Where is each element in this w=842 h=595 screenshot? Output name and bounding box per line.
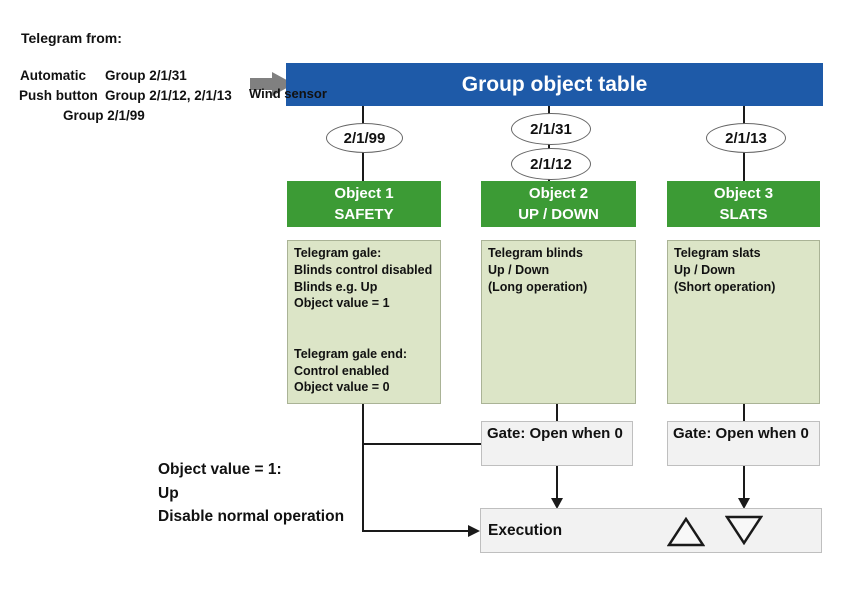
connector-object1-gate1 (362, 443, 481, 445)
connector-object1-down (362, 404, 364, 532)
address-ellipse-2-1-99: 2/1/99 (326, 123, 403, 153)
connector-object1-execution (362, 530, 468, 532)
telegram-from-title: Telegram from: (21, 30, 122, 46)
address-ellipse-2-1-31: 2/1/31 (511, 113, 591, 145)
object3-content: Telegram slats Up / Down (Short operatio… (667, 240, 820, 404)
arrowhead-into-execution-icon (468, 525, 480, 537)
object1-subtitle: SAFETY (334, 206, 394, 223)
legend-source-automatic: Automatic (20, 68, 87, 83)
object2-subtitle: UP / DOWN (518, 206, 599, 223)
legend-group-wind: Group 2/1/99 (63, 108, 145, 123)
legend-group-automatic: Group 2/1/31 (105, 68, 187, 83)
connector-gate2-execution (743, 466, 745, 499)
connector-gate1-execution (556, 466, 558, 499)
object-value-note: Object value = 1: Up Disable normal oper… (158, 461, 345, 525)
execution-box: Execution (480, 508, 822, 553)
connector-object2-gate (556, 404, 558, 421)
arrowhead-gate1-down-icon (551, 498, 563, 509)
wind-sensor-arrow-icon (250, 72, 294, 96)
connector-object3-gate (743, 404, 745, 421)
wind-sensor-label: Wind sensor (249, 86, 327, 101)
address-ellipse-2-1-13: 2/1/13 (706, 123, 786, 153)
group-object-table-header: Group object table (286, 63, 823, 106)
down-triangle-icon (725, 515, 763, 545)
legend-group-push-button: Group 2/1/12, 2/1/13 (105, 88, 232, 103)
gate-box-object3: Gate: Open when 0 (667, 421, 820, 466)
object3-header: Object 3 SLATS (667, 181, 820, 227)
address-ellipse-2-1-12: 2/1/12 (511, 148, 591, 180)
object2-title: Object 2 (528, 185, 589, 202)
object1-header: Object 1 SAFETY (287, 181, 441, 227)
up-triangle-icon (667, 517, 705, 547)
object3-title: Object 3 (713, 185, 774, 202)
legend-source-push-button: Push button (19, 88, 98, 103)
object1-content: Telegram gale: Blinds control disabled B… (287, 240, 441, 404)
gate-box-object2: Gate: Open when 0 (481, 421, 633, 466)
object1-title: Object 1 (334, 185, 394, 202)
execution-label: Execution (488, 522, 563, 539)
object2-header: Object 2 UP / DOWN (481, 181, 636, 227)
object3-subtitle: SLATS (719, 206, 768, 223)
arrowhead-gate2-down-icon (738, 498, 750, 509)
object2-content: Telegram blinds Up / Down (Long operatio… (481, 240, 636, 404)
